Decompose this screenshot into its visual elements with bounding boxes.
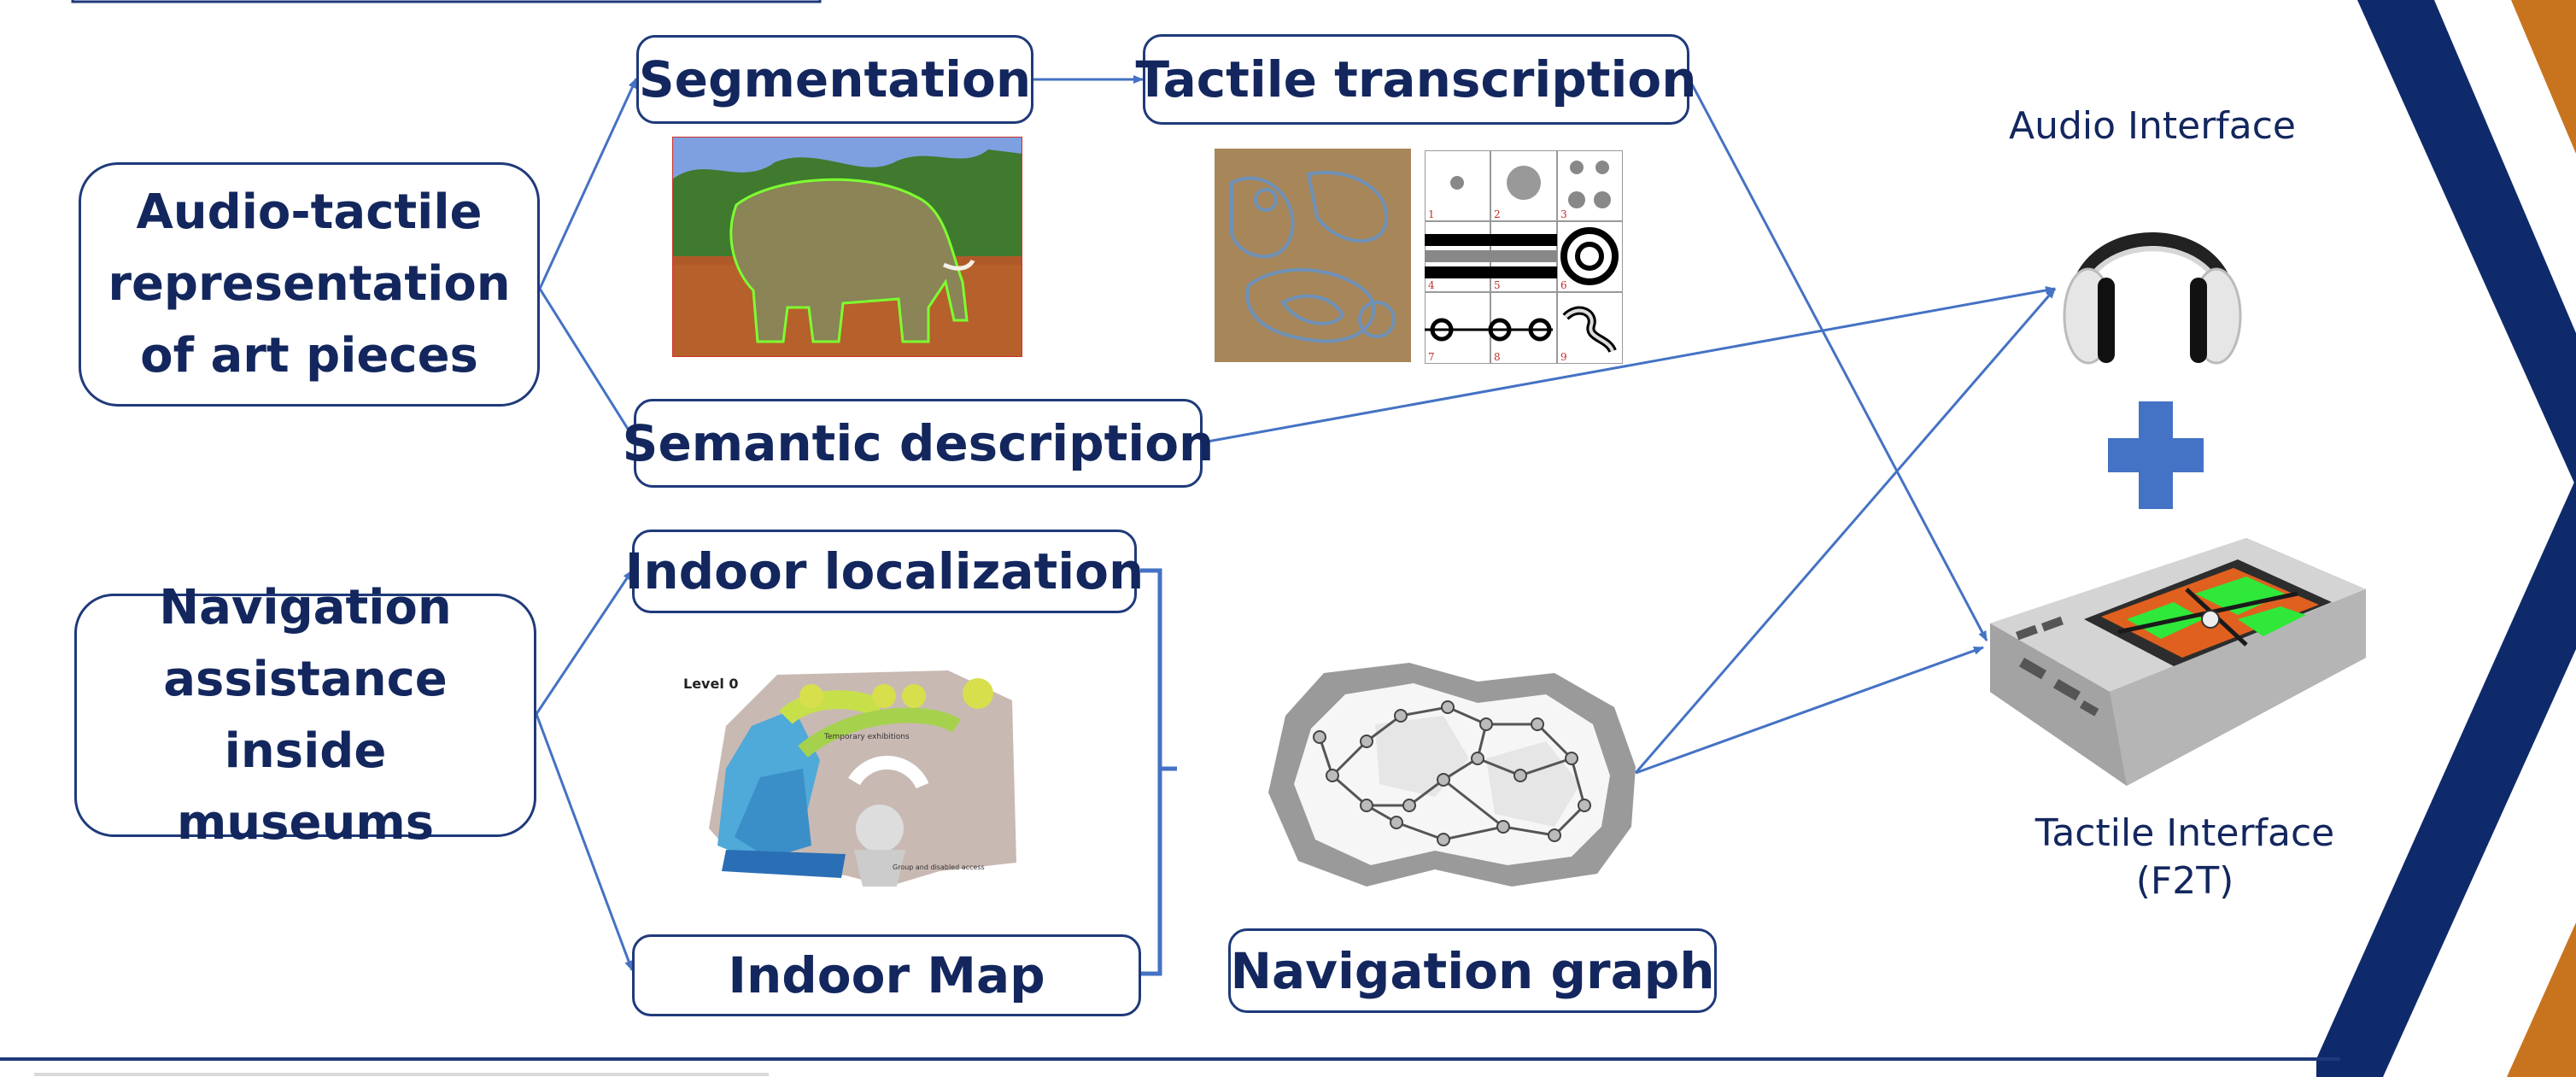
tactile-transcription-label: Tactile transcription	[1135, 50, 1697, 108]
pattern-number-7: 7	[1428, 351, 1435, 363]
navigation-assistance-label: Navigation assistance inside museums	[159, 579, 452, 851]
tactile-device-image	[1990, 538, 2366, 786]
indoor-localization-box: Indoor localization	[625, 530, 1144, 613]
corner-accent-top	[2511, 0, 2576, 154]
pattern-number-4: 4	[1428, 279, 1435, 291]
segmentation-image	[672, 137, 1022, 357]
navigation-graph-box: Navigation graph	[1228, 928, 1717, 1013]
map-temporary-label: Temporary exhibitions	[823, 733, 910, 741]
arrow-art-to-semantic	[538, 288, 638, 443]
map-group-label: Group and disabled access	[893, 863, 985, 871]
pattern-number-8: 8	[1494, 351, 1501, 363]
indoor-map-box: Indoor Map	[632, 934, 1141, 1016]
arrow-tactile-to-f2t	[1688, 79, 1988, 641]
indoor-localization-label: Indoor localization	[624, 542, 1145, 600]
arrow-nav-to-map	[535, 713, 634, 971]
pattern-number-6: 6	[1560, 279, 1567, 291]
corner-stripe-bottom	[2316, 478, 2576, 1077]
segmentation-box: Segmentation	[636, 35, 1033, 124]
semantic-description-box: Semantic description	[623, 399, 1214, 488]
navigation-assistance-box: Navigation assistance inside museums	[74, 580, 536, 851]
indoor-map-image: Level 0 Temporary exhibitions Group and …	[683, 670, 1016, 887]
arrow-semantic-to-audio	[1202, 286, 2056, 444]
art-representation-label: Audio-tactile representation of art piec…	[108, 184, 511, 383]
pattern-number-3: 3	[1560, 208, 1567, 220]
arrow-art-to-segmentation	[538, 78, 638, 290]
tactile-texture-image	[1215, 149, 1411, 362]
audio-interface-label: Audio Interface	[2008, 104, 2297, 148]
indoor-map-label: Indoor Map	[728, 946, 1045, 1004]
semantic-description-label: Semantic description	[622, 414, 1215, 472]
top-banner-edge	[71, 0, 822, 3]
arrow-graph-to-audio	[1634, 288, 2057, 774]
pattern-number-9: 9	[1560, 351, 1567, 363]
tactile-transcription-box: Tactile transcription	[1135, 34, 1697, 125]
bracket-localization-map	[1140, 568, 1177, 976]
segmentation-label: Segmentation	[638, 50, 1032, 108]
tactile-interface-label: Tactile Interface (F2T)	[2014, 810, 2356, 905]
pattern-number-1: 1	[1428, 208, 1435, 220]
navigation-graph-image	[1268, 663, 1636, 887]
plus-icon	[2108, 401, 2204, 509]
tactile-pattern-grid: 1 2 3 4 5 6 7 8 9	[1425, 150, 1623, 364]
map-level-label: Level 0	[683, 676, 739, 692]
arrow-graph-to-f2t	[1635, 646, 1984, 775]
pattern-number-2: 2	[1494, 208, 1501, 220]
art-representation-box: Audio-tactile representation of art piec…	[79, 162, 540, 407]
corner-accent-bottom	[2507, 922, 2576, 1077]
pattern-number-5: 5	[1494, 279, 1501, 291]
arrow-nav-to-localization	[535, 570, 634, 715]
headphones-icon	[2063, 232, 2242, 365]
corner-stripe-top	[2357, 0, 2576, 487]
navigation-graph-label: Navigation graph	[1230, 941, 1715, 1000]
tactile-interface-text: Tactile Interface (F2T)	[2034, 811, 2335, 903]
